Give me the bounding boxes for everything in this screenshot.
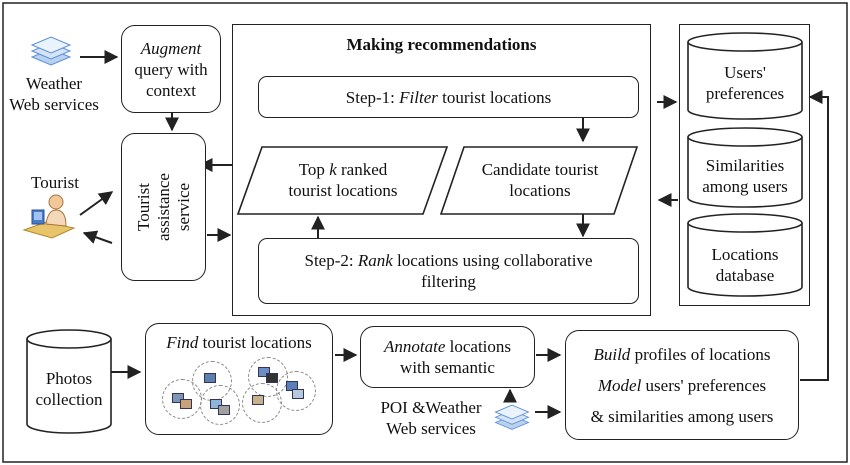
step2-box: Step-2: Rank locations using collaborati…	[258, 238, 639, 304]
photos-collection-label: Photos collection	[35, 369, 103, 409]
databases-frame	[679, 24, 810, 306]
step1-prefix: Step-1:	[345, 87, 400, 107]
tourist-assistance-box: Tourist assistance service	[121, 133, 206, 281]
photo-thumb	[172, 393, 184, 403]
annotate-box: Annotate locations with semantic	[360, 326, 535, 388]
service-stack-icon	[30, 36, 72, 66]
build-verb: Build	[593, 344, 631, 364]
arrow-assistance-to-tourist	[82, 230, 113, 244]
photo-thumb	[204, 373, 216, 383]
augment-verb: Augment	[140, 38, 202, 58]
candidate-shape	[439, 146, 639, 215]
topk-post: ranked tourist locations	[288, 160, 398, 200]
users-preferences-label: Users' preferences	[705, 63, 785, 103]
find-verb: Find	[166, 333, 199, 352]
photo-thumb	[258, 367, 270, 377]
photo-cluster	[200, 385, 240, 425]
step2-verb: Rank	[357, 251, 393, 270]
photo-thumb	[266, 373, 278, 383]
making-recommendations-title: Making recommendations	[346, 35, 537, 54]
step2-rest: locations using collaborative filtering	[397, 251, 593, 291]
model-verb: Model	[597, 375, 642, 395]
locations-database-label: Locations database	[711, 245, 779, 285]
service-stack-icon	[494, 404, 530, 430]
weather-services-label: Weather Web services	[9, 74, 99, 114]
arrow-build-to-preferences	[800, 90, 829, 381]
tourist-assistance-label: Tourist assistance service	[133, 173, 193, 241]
find-rest: tourist locations	[198, 333, 312, 352]
similarities-label: Similarities among users	[702, 156, 788, 196]
photo-thumb	[180, 399, 192, 409]
augment-text: query with context	[134, 59, 208, 100]
photo-thumb	[252, 395, 264, 405]
tourist-label: Tourist	[31, 173, 79, 192]
model-rest: users' preferences	[641, 375, 767, 395]
similarities-line: & similarities among users	[590, 406, 774, 426]
poi-weather-label: POI &Weather Web services	[380, 398, 482, 438]
photo-thumb	[292, 389, 304, 399]
photo-cluster	[276, 371, 316, 411]
build-rest: profiles of locations	[630, 344, 771, 364]
build-profiles-box: Build profiles of locations Model users'…	[565, 330, 799, 440]
step1-verb: Filter	[399, 87, 438, 107]
cylinder-photos	[26, 329, 112, 434]
topk-pre: Top	[298, 160, 330, 179]
step1-box: Step-1: Filter tourist locations	[258, 76, 639, 118]
annotate-verb: Annotate	[383, 337, 446, 356]
step2-prefix: Step-2:	[304, 251, 358, 270]
cylinder-similarities	[687, 127, 803, 208]
photo-thumb	[218, 405, 230, 415]
photo-thumb	[210, 399, 222, 409]
candidate-label: Candidate tourist locations	[481, 160, 599, 200]
topk-shape	[236, 146, 449, 215]
making-recommendations-frame	[232, 24, 651, 316]
topk-var: k	[329, 160, 337, 179]
annotate-rest: locations with semantic	[400, 337, 512, 377]
cylinder-locations	[687, 213, 803, 297]
cylinder-preferences	[687, 32, 803, 120]
arrow-tourist-to-assistance	[79, 191, 114, 216]
topk-label: Top k ranked tourist locations	[253, 159, 433, 201]
photo-clusters	[160, 355, 320, 427]
tourist-computer-icon	[22, 194, 76, 239]
step1-rest: tourist locations	[437, 87, 552, 107]
